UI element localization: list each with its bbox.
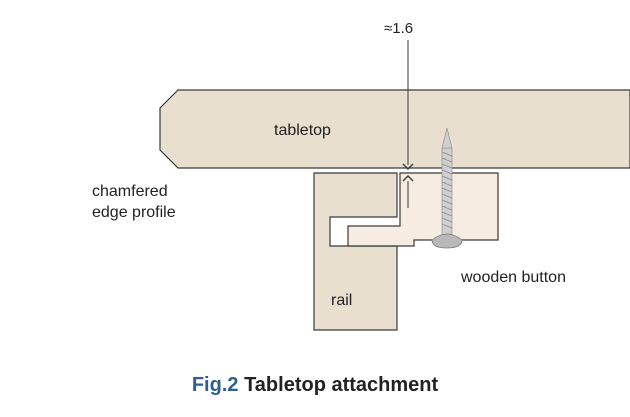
tabletop-shape xyxy=(159,89,630,169)
screw-threads xyxy=(441,151,453,229)
wooden-button-label: wooden button xyxy=(461,269,566,286)
rail-shape xyxy=(313,172,398,331)
tabletop-label: tabletop xyxy=(274,122,331,139)
figure-number: Fig.2 xyxy=(191,374,239,396)
chamfer-label-line2: edge profile xyxy=(92,204,176,221)
rail-label: rail xyxy=(331,292,353,309)
dimension-label: ≈1.6 xyxy=(384,20,414,37)
dimension-arrow-down xyxy=(402,163,414,170)
chamfer-label-line1: chamfered xyxy=(92,183,168,200)
screw-head xyxy=(431,233,463,249)
wooden-button-shape xyxy=(347,172,499,247)
figure-title: Tabletop attachment xyxy=(244,374,439,396)
screw-tip xyxy=(441,127,453,149)
figure-caption: Fig.2 Tabletop attachment xyxy=(0,374,630,397)
dimension-arrow-up xyxy=(402,175,414,182)
